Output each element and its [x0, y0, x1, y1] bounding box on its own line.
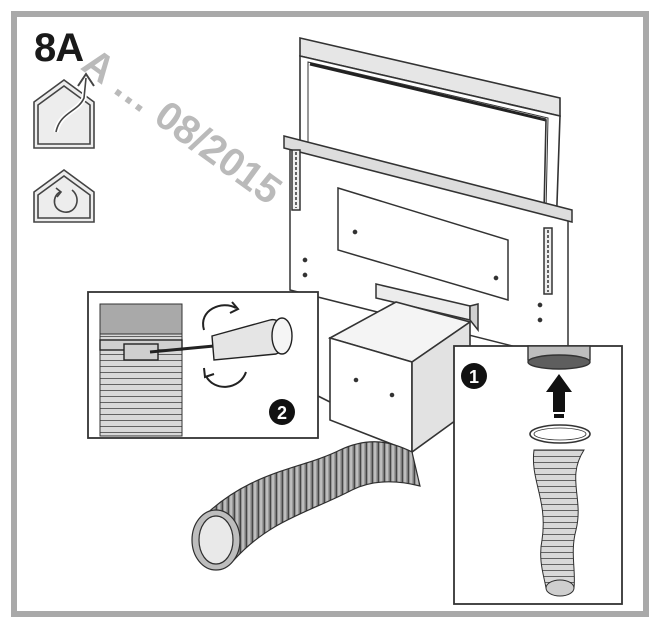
flexible-hose-detail	[532, 449, 585, 597]
duct-adapter-box	[317, 301, 472, 454]
hose-clamp-loose	[529, 424, 591, 444]
callout-step-2-label: 2	[277, 403, 287, 423]
detail-panel-step-1: 1	[453, 345, 623, 605]
step-label: 8A	[34, 26, 84, 70]
house-extraction-icon	[33, 72, 95, 149]
callout-step-1	[461, 363, 487, 389]
rotate-arrows-icon	[202, 301, 247, 388]
house-recirculation-icon	[33, 169, 95, 223]
outlet-flange	[375, 283, 479, 333]
callout-step-2	[269, 399, 295, 425]
outlet-spigot	[527, 345, 591, 370]
screwdriver	[149, 317, 293, 361]
up-arrow-icon	[546, 374, 572, 418]
detail-panel-step-2: 2	[87, 291, 319, 439]
callout-step-1-label: 1	[469, 367, 479, 387]
outer-frame	[11, 11, 649, 617]
housing-body	[283, 135, 573, 361]
flexible-hose-main	[191, 441, 421, 571]
